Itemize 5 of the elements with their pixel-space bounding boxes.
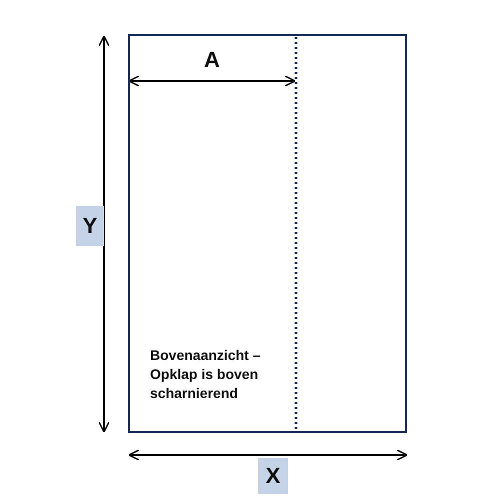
note-text: Bovenaanzicht – Opklap is boven scharnierend <box>150 346 262 403</box>
dimension-label: A <box>203 46 221 74</box>
sheet-outline <box>128 34 407 433</box>
dimension-label: Y <box>76 206 104 246</box>
dimension-label: X <box>258 458 288 494</box>
